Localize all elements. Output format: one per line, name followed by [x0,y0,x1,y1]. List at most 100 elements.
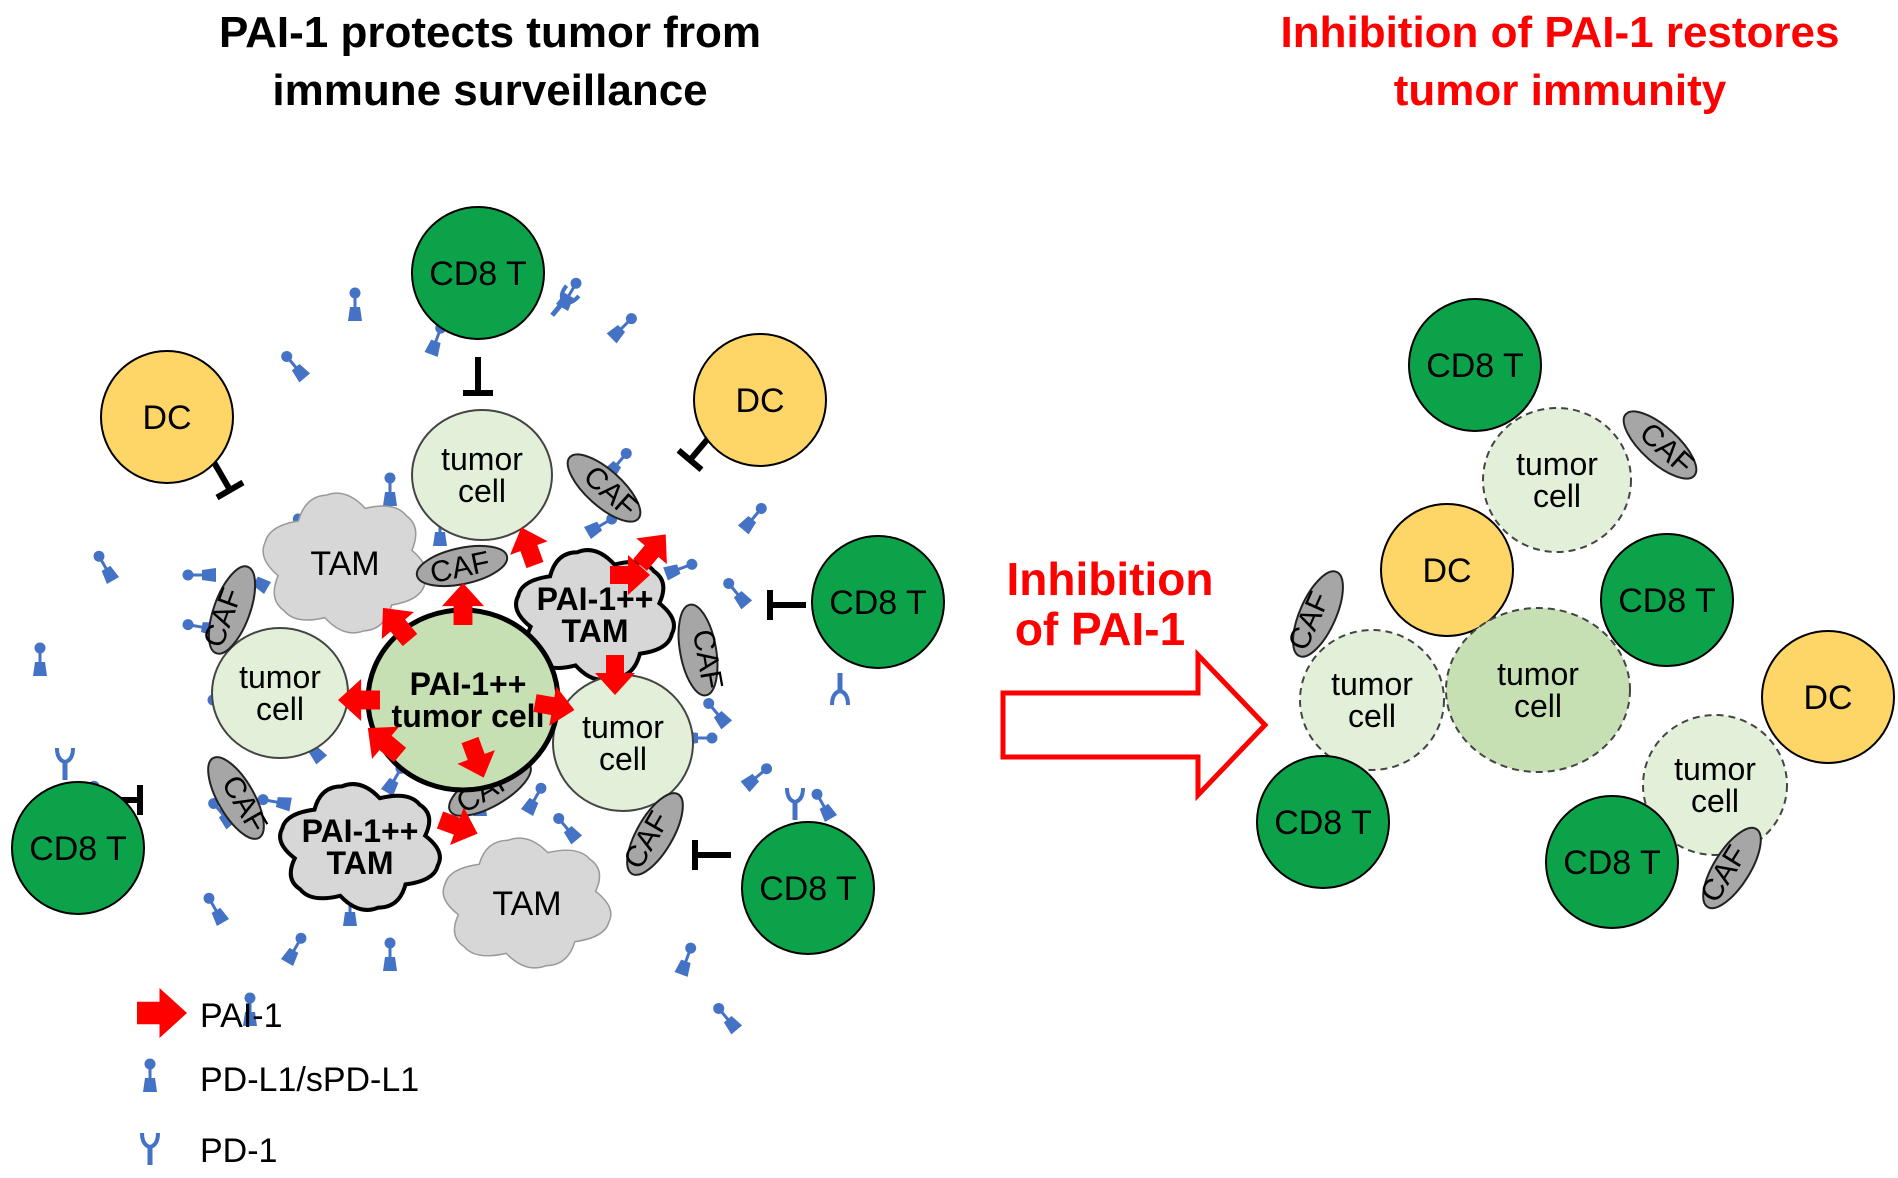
cd8-t-cell-label: CD8 T [29,830,127,868]
cd8-t-cell [1256,755,1390,889]
caf-cell [626,792,684,876]
inhibition-arrow-shape [1000,648,1269,802]
pd-l1-icon [383,472,397,506]
pd-l1-icon-base [740,773,760,793]
tumor-cell-label: tumor [1331,666,1413,702]
pd-l1-icon-head [244,992,256,1004]
tam-cell [262,492,428,634]
inhibition-arrow-line-2: of PAI-1 [1015,603,1185,655]
inhibition-bar [215,479,245,501]
pd-l1-icon-head [570,277,582,289]
pai1-arrow-icon [533,686,575,726]
pd-l1-icon-head [703,697,715,709]
pd-l1-icon-head [295,932,307,944]
caf-cell-label: CAF [427,545,493,590]
left-title-line-2: immune surveillance [272,66,708,115]
pai1-arrow-icon [595,655,635,695]
pd-l1-icon-head [182,619,194,631]
pd-l1-icon-head [349,287,361,299]
pd-l1-icon-base [819,803,838,823]
pd-1-icon-cup [785,787,805,805]
pd-l1-icon-base [291,363,311,383]
pd-l1-icon-base [143,1078,157,1092]
pd-l1-icon-base [563,825,583,845]
pd-l1-icon-head [761,763,773,775]
inhibition-symbol [463,357,493,396]
pd-l1-icon-base [663,564,681,581]
pd-l1-icon-base [713,710,733,730]
pai1-tam-cell [278,782,442,912]
caf-cell [1292,570,1344,658]
inhibition-bar [676,448,704,472]
pd-l1-icon [257,794,292,812]
cd8-t-cell [1545,795,1679,929]
legend-pd-1-label: PD-1 [200,1132,277,1170]
pd-l1-icon-base [202,568,216,582]
pd-l1-icon [143,1058,157,1092]
pd-l1-icon-head [706,732,718,744]
pai1-arrow-icon [381,607,418,647]
pd-1-icon [785,787,805,820]
pd-l1-icon-head [257,794,269,806]
cd8-t-cell [11,781,145,915]
dendritic-cell-label: DC [142,399,191,437]
tumor-cell-label: cell [1348,698,1396,734]
tumor-cell [411,409,553,541]
pd-l1-icon-head [553,812,565,824]
cd8-t-cell-label: CD8 T [1618,582,1716,620]
pd-1-icon-stem [550,299,566,317]
pd-l1-icon-head [182,569,194,581]
pd-l1-icon-base [348,307,362,321]
pd-l1-icon-base [723,1015,743,1035]
inhibition-symbol [767,590,806,620]
tam-cell [442,837,612,969]
pd-l1-icon-head [686,558,698,570]
pd-l1-icon-head [203,892,215,904]
pd-l1-icon [93,550,120,585]
pd-l1-icon [203,892,230,927]
cd8-t-cell-label: CD8 T [1426,347,1524,385]
pd-l1-icon-base [583,521,603,540]
pd-l1-icon-head [620,447,632,459]
caf-cell [566,453,642,523]
pd-l1-icon [713,1002,743,1035]
tumor-cell-label: tumor [1516,446,1598,482]
caf-cell [207,756,265,840]
pd-l1-icon-base [383,492,397,506]
pd-l1-icon [553,812,583,845]
dendritic-cell-label: DC [1803,679,1852,717]
cd8-t-cell-label: CD8 T [1563,844,1661,882]
caf-cell [1622,410,1698,480]
pai1-arrow-icon [442,583,484,625]
pai1-tumor-cell-label: tumor cell [392,698,545,734]
pd-1-icon-cup [830,688,850,706]
pd-l1-icon-head [685,942,697,954]
pai1-arrow-icon [436,807,478,845]
inhibition-stem [209,457,233,492]
pd-l1-icon-base [33,662,47,676]
pd-l1-icon-head [625,313,637,325]
cd8-t-cell-label: CD8 T [429,255,527,293]
cd8-t-cell-label: CD8 T [759,870,857,908]
pd-l1-icon-base [252,576,272,595]
tumor-cell [1299,629,1445,771]
legend-pd-l1-label: PD-L1/sPD-L1 [200,1061,419,1099]
pd-l1-icon-base [380,777,399,797]
tumor-cell-label: tumor [1674,751,1756,787]
cd8-t-cell [1600,533,1734,667]
pai1-arrow-icon [137,988,187,1038]
pd-1-icon-cup [55,747,75,765]
pd-l1-icon-base [383,957,397,971]
pd-l1-icon-head [713,1002,725,1014]
pd-l1-icon-base [280,947,299,967]
pai1-tam-label: TAM [327,845,394,881]
tumor-cell-label: tumor [239,659,321,695]
pd-l1-icon-base [243,1012,257,1026]
pd-l1-icon-head [811,788,823,800]
pd-l1-icon-base [737,515,757,535]
cd8-t-cell-label: CD8 T [1274,804,1372,842]
pd-l1-icon-head [723,577,735,589]
pd-l1-icon [606,313,637,344]
